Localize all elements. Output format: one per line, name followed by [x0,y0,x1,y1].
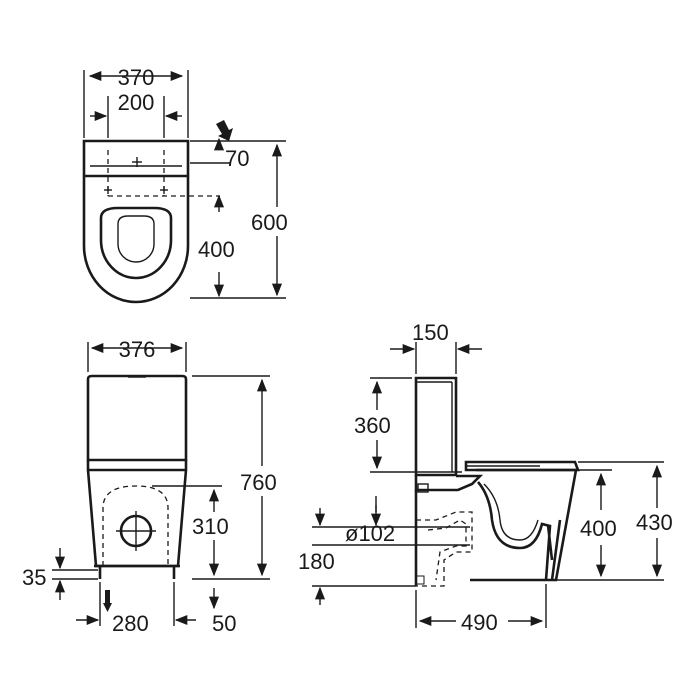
dim-top-width-inner: 200 [118,90,155,115]
dim-front-width: 376 [119,337,156,362]
front-view-outlet-outline [102,485,169,566]
dim-front-height: 760 [240,470,277,495]
dim-top-depth: 600 [251,210,288,235]
top-view-bowl-inner [117,215,155,263]
front-view: 376 760 310 35 280 50 [22,337,277,636]
water-inlet-arrow-icon [216,120,233,141]
side-view-trap [476,481,552,581]
dim-side-tank-height: 360 [354,413,391,438]
dim-front-base-width: 280 [112,611,149,636]
dim-top-inlet-offset: 70 [225,146,249,171]
dim-front-outlet-height: 310 [192,514,229,539]
side-view-outlet-dashed [416,511,473,587]
front-view-tank [86,374,188,462]
side-view-tank [414,376,458,477]
front-view-body [86,460,188,568]
dim-side-rim-height: 400 [580,516,617,541]
dim-front-bottom-offset: 35 [22,565,46,590]
dim-side-seat-height: 430 [636,510,673,535]
top-view: 370 200 70 400 600 [82,65,288,304]
dim-top-width-outer: 370 [118,65,155,90]
top-view-bowl [99,206,173,280]
dim-front-side-offset: 50 [212,611,236,636]
dim-top-outlet-depth: 400 [198,237,235,262]
dim-side-tank-depth: 150 [412,320,449,345]
top-view-outline [82,139,190,304]
dim-side-outlet-height: 180 [298,549,335,574]
side-view: 150 360 ø102 180 400 430 490 [298,320,673,635]
dim-side-length: 490 [461,610,498,635]
side-view-bowl [470,468,578,582]
dim-side-outlet-diameter: ø102 [345,521,395,546]
